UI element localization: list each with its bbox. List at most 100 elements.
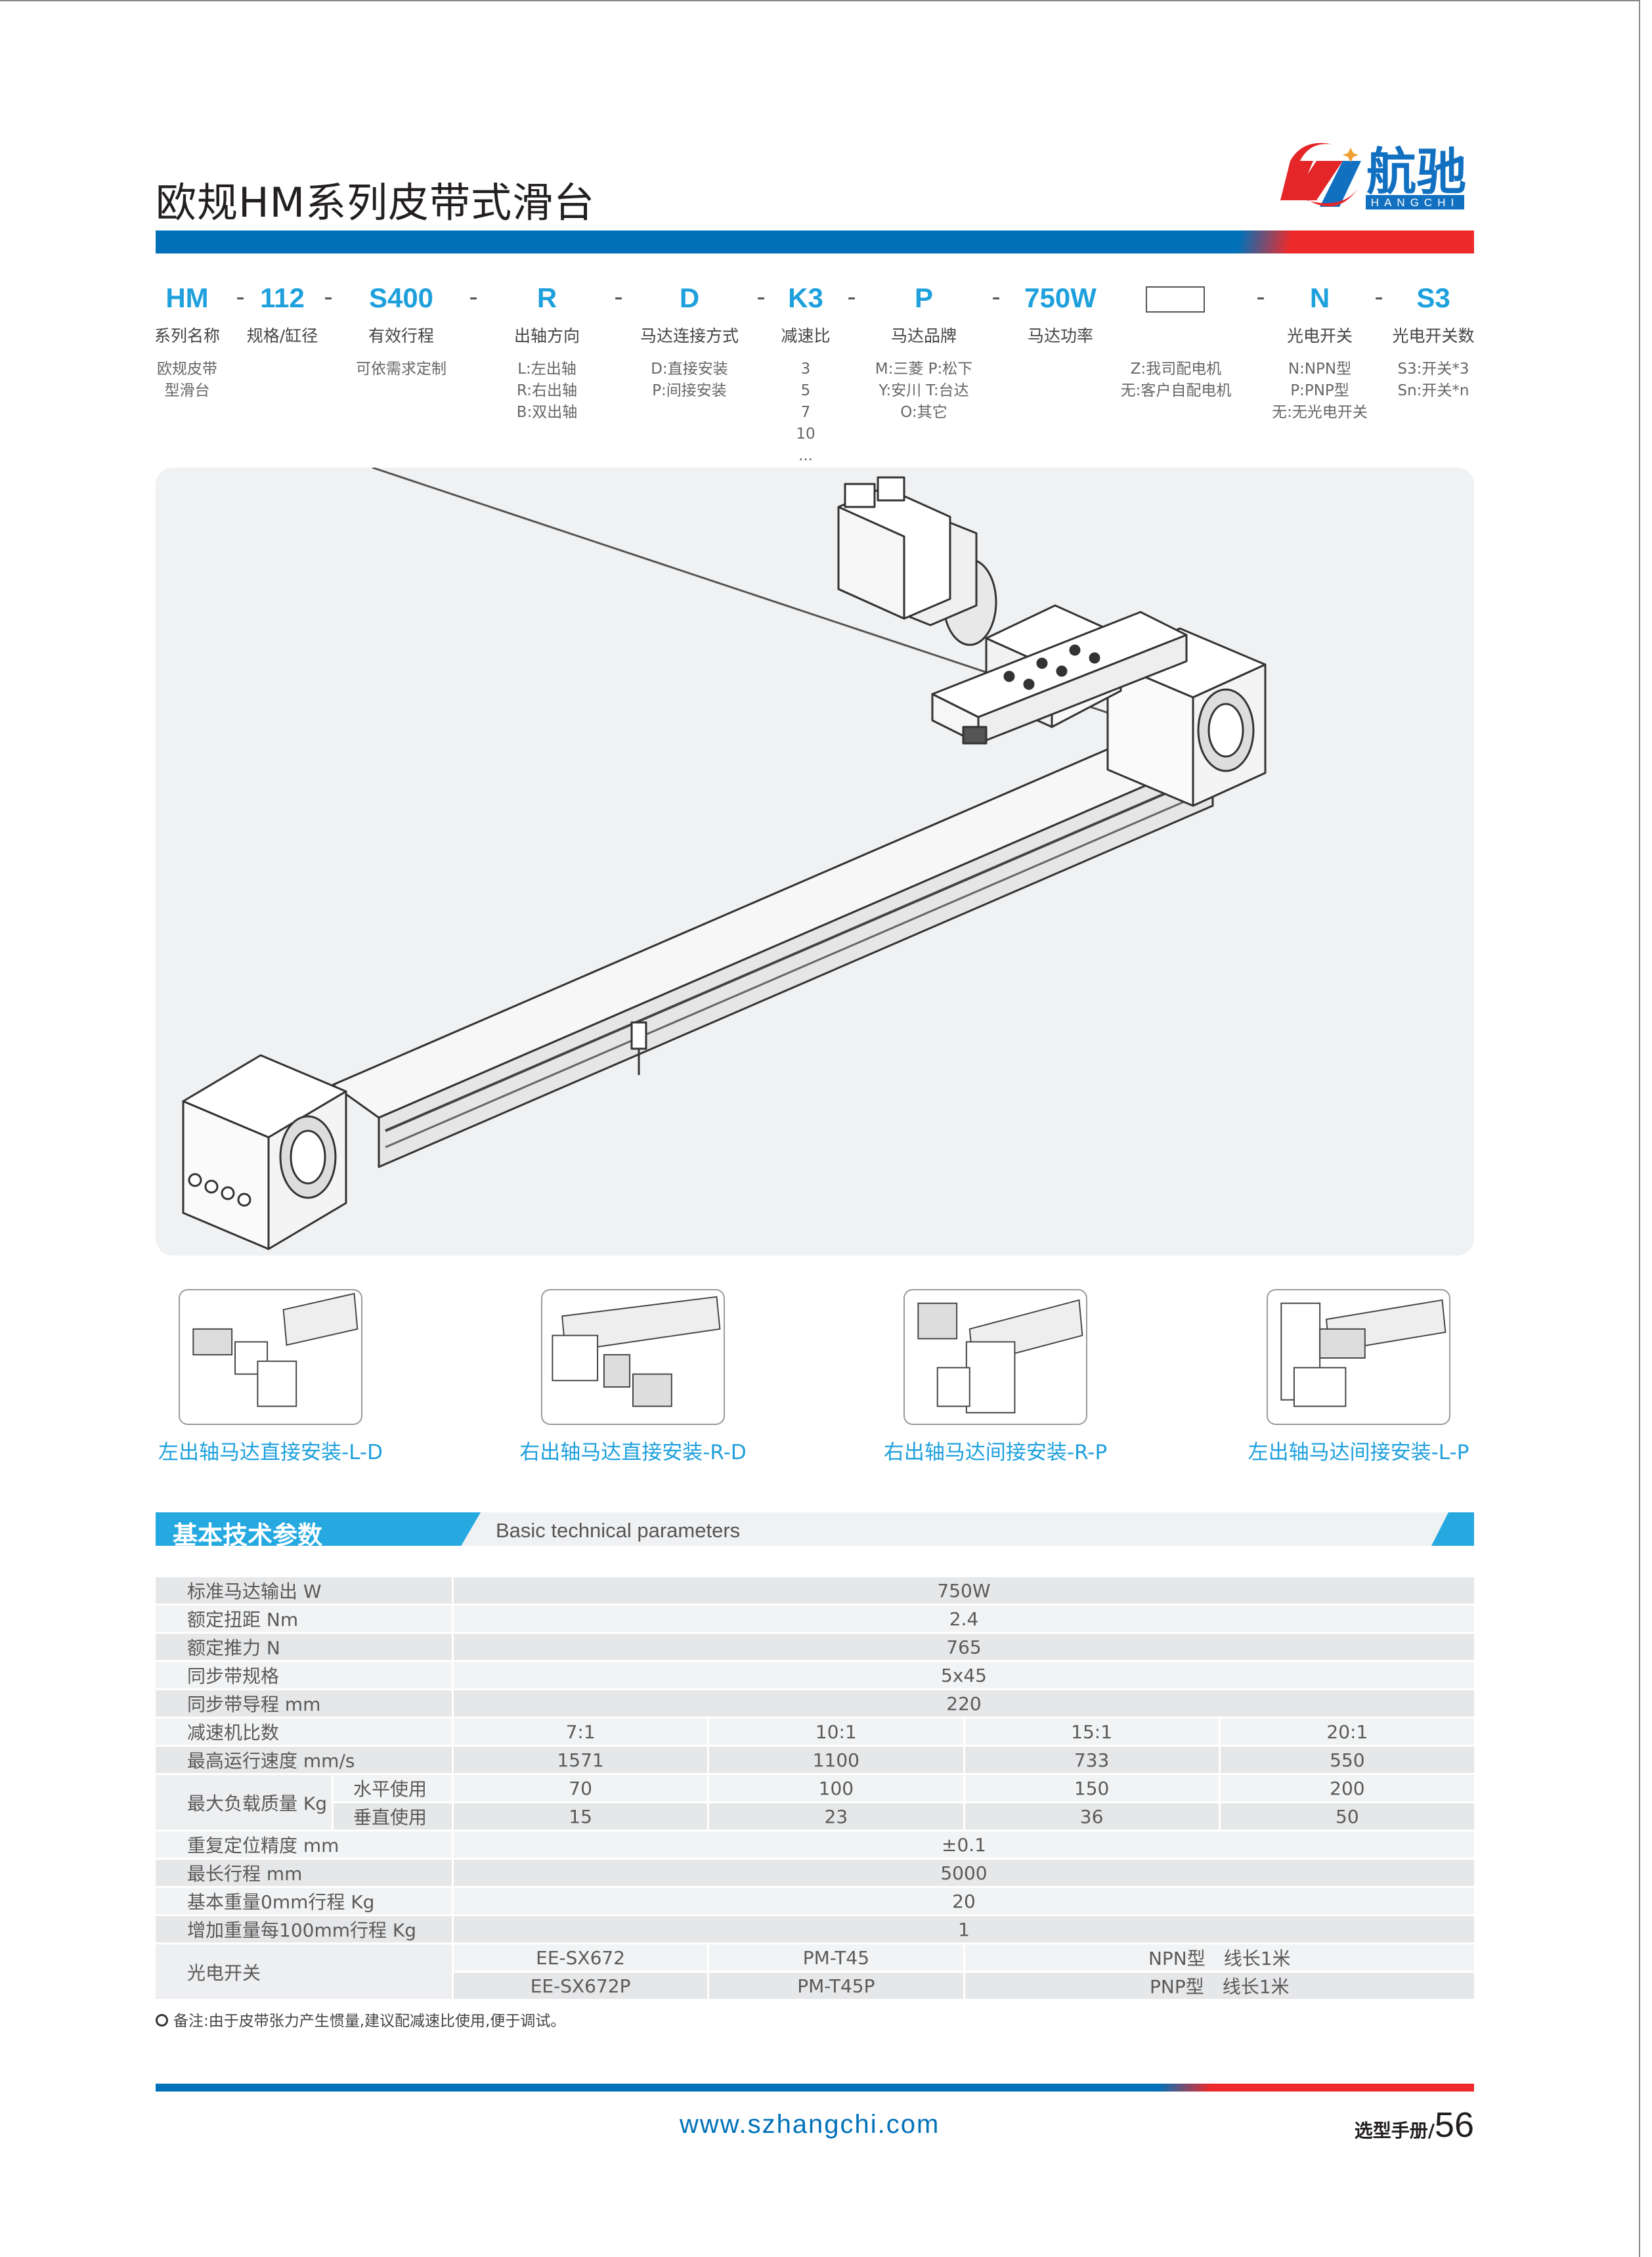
website-link[interactable]: www.szhangchi.com (680, 2110, 940, 2139)
variant-drawing (917, 1299, 1083, 1414)
model-code-option: 可依需求定制 (356, 361, 446, 378)
variant-drawing (192, 1292, 359, 1407)
spec-value: 70 (454, 1775, 708, 1801)
spec-value: 1100 (709, 1747, 963, 1773)
variant-thumbnail (541, 1289, 725, 1425)
model-code-option: 欧规皮带 (157, 361, 217, 378)
footnote: 备注:由于皮带张力产生惯量,建议配减速比使用,便于调试。 (156, 2008, 565, 2030)
section-title: 基本技术参数 (173, 1521, 323, 1550)
motor-option-box (1146, 286, 1205, 313)
model-code-separator: - (1256, 282, 1265, 311)
model-code-label: 系列名称 (154, 326, 221, 345)
model-code-separator: - (236, 282, 245, 311)
spec-value: 750W (454, 1577, 1474, 1604)
variant-caption: 右出轴马达间接安装-R-P (883, 1441, 1108, 1464)
spec-label: 基本重量0mm行程 Kg (156, 1888, 452, 1914)
model-code-segment: N (1309, 282, 1330, 313)
model-code-option: N:NPN型 (1288, 361, 1352, 378)
model-code-options: 欧规皮带型滑台 (157, 359, 217, 402)
page-number: 选型手册/56 (1355, 2105, 1474, 2145)
spec-value: 20:1 (1220, 1719, 1474, 1745)
model-code-option: D:直接安装 (651, 361, 728, 378)
model-code-option: Y:安川 T:台达 (879, 382, 969, 399)
header-color-bar (156, 230, 1474, 253)
model-code-option: 7 (800, 404, 811, 421)
logo-en-text: HANGCHI (1371, 196, 1459, 209)
model-code-segment: P (914, 282, 934, 313)
model-code-segment: HM (165, 282, 209, 313)
model-code-option: O:其它 (900, 404, 947, 421)
page-number-value: 56 (1434, 2105, 1474, 2145)
spec-label: 增加重量每100mm行程 Kg (156, 1916, 452, 1942)
section-subtitle: Basic technical parameters (496, 1519, 741, 1542)
spec-label: 额定扭距 Nm (156, 1606, 452, 1632)
page-border-right (1639, 0, 1640, 2257)
page-title: 欧规HM系列皮带式滑台 (156, 179, 596, 227)
spec-label: 同步带导程 mm (156, 1690, 452, 1717)
model-code-label: 光电开关数 (1392, 326, 1475, 345)
spec-value: 2.4 (454, 1606, 1474, 1632)
model-code-option: S3:开关*3 (1397, 361, 1469, 378)
model-code-label: 马达功率 (1027, 326, 1094, 345)
model-code-segment: D (679, 282, 700, 313)
spec-label: 最大负载质量 Kg (156, 1775, 332, 1830)
product-image-panel (156, 466, 1474, 1256)
spec-value: 1 (454, 1916, 1474, 1942)
spec-value: 7:1 (454, 1719, 708, 1745)
footnote-text: 备注:由于皮带张力产生惯量,建议配减速比使用,便于调试。 (173, 2013, 566, 2030)
model-code-options: L:左出轴 R:右出轴 B:双出轴 (517, 359, 578, 424)
page-label: 选型手册/ (1354, 2120, 1435, 2141)
spec-value: 100 (709, 1775, 963, 1801)
model-code-segment: R (536, 282, 557, 313)
variant-caption: 左出轴马达间接安装-L-P (1248, 1441, 1469, 1464)
spec-value: 15 (454, 1803, 708, 1830)
spec-value: NPN型 线长1米 (965, 1944, 1474, 1971)
table-row: 重复定位精度 mm±0.1 (156, 1831, 1474, 1858)
spec-value: 5000 (454, 1860, 1474, 1886)
spec-label: 额定推力 N (156, 1634, 452, 1660)
variant-drawing (1280, 1299, 1446, 1407)
spec-value: 733 (965, 1747, 1219, 1773)
spec-value: 20 (454, 1888, 1474, 1914)
variant-thumbnail (179, 1289, 362, 1425)
model-code-label: 出轴方向 (513, 326, 580, 345)
variant-drawing (552, 1296, 721, 1407)
spec-sublabel: 水平使用 (334, 1775, 452, 1801)
model-code-options: 可依需求定制 (356, 359, 446, 380)
model-code-option: B:双出轴 (516, 404, 578, 421)
spec-value: 1571 (454, 1747, 708, 1773)
model-code-separator: - (991, 282, 1001, 311)
spec-value: 10:1 (709, 1719, 963, 1745)
spec-value: PNP型 线长1米 (965, 1973, 1474, 1999)
spec-value: EE-SX672 (454, 1944, 708, 1971)
model-code-option: R:右出轴 (516, 382, 578, 399)
model-code-separator: - (847, 282, 856, 311)
model-code-options: Z:我司配电机无:客户自配电机 (1121, 359, 1232, 402)
spec-value: 550 (1220, 1747, 1474, 1773)
model-code-option: L:左出轴 (517, 361, 576, 378)
page-border-top (0, 0, 1640, 1)
spec-value: EE-SX672P (454, 1973, 708, 1999)
model-code-option: 3 (800, 361, 811, 378)
model-code-segment: 750W (1024, 282, 1097, 313)
spec-value: 220 (454, 1690, 1474, 1717)
variant-thumbnail (1267, 1289, 1450, 1425)
logo-cn-text: 航驰 (1366, 142, 1466, 201)
model-code-option: P:间接安装 (652, 382, 727, 399)
spec-value: 765 (454, 1634, 1474, 1660)
section-header-accent (156, 1512, 481, 1546)
spec-label: 最高运行速度 mm/s (156, 1747, 452, 1773)
model-code-separator: - (1374, 282, 1383, 311)
model-code-option: 5 (800, 382, 811, 399)
model-code-separator: - (324, 282, 333, 311)
